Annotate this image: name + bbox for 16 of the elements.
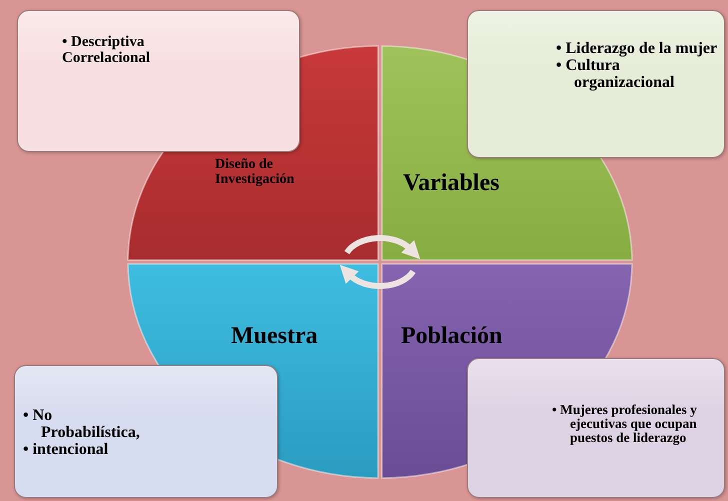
text-card (17, 10, 300, 152)
bullet-item: • Cultura organizacional (556, 58, 676, 92)
text-card (467, 358, 725, 498)
bullet-item: • Descriptiva Correlacional (62, 35, 152, 66)
quadrant-label: Población (401, 323, 502, 350)
quadrant-label: Variables (403, 170, 500, 196)
text-card (14, 365, 278, 498)
bullet-item: • Liderazgo de la mujer (556, 41, 718, 58)
bullet-item: • Mujeres profesionales y ejecutivas que ocupan puestos de liderazgo (552, 403, 698, 446)
curved-arrow (339, 266, 416, 289)
bullet-item: • No Probabilística, (23, 408, 137, 442)
quadrant-label: Muestra (231, 323, 318, 350)
bullet-item: • intencional (23, 442, 110, 458)
quadrant-label: Diseño de Investigación (215, 157, 296, 188)
text-card (467, 10, 725, 158)
curved-arrow (344, 235, 421, 258)
